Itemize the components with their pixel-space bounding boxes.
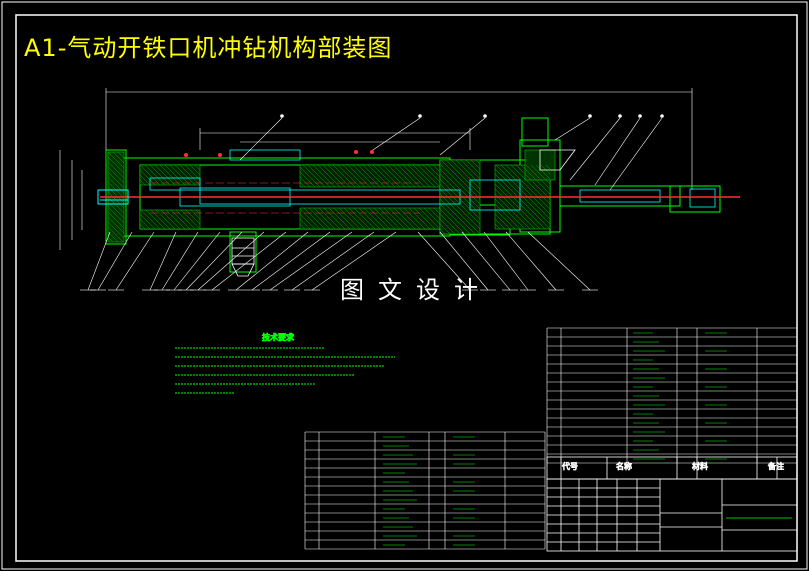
title-remark-header: 备注 [768, 461, 784, 471]
tech-req-heading: 技术要求 [262, 332, 294, 342]
watermark-text: 图文设计 [340, 276, 492, 304]
parts-list-lower [304, 431, 546, 550]
title-name-header: 名称 [616, 461, 632, 471]
drill-bit [97, 189, 129, 205]
title-code-header: 代号 [562, 461, 578, 471]
leader-lines-top [239, 114, 664, 191]
top-dimension [59, 88, 693, 250]
tech-requirements-lines: 技术要求 [175, 332, 395, 394]
seal-markers [184, 150, 374, 157]
inner-frame [15, 14, 798, 562]
hatch-areas [107, 149, 556, 243]
parts-list-upper [546, 327, 798, 464]
mount-bracket [539, 149, 576, 171]
cylinder-body [105, 117, 721, 273]
title-block: 代号 名称 材料 备注 [546, 456, 798, 552]
air-valve [231, 237, 255, 277]
leader-lines-bottom [80, 231, 598, 291]
title-material-header: 材料 [692, 461, 708, 471]
hatch-lines [107, 151, 551, 243]
drawing-title: A1-气动开铁口机冲钻机构部装图 [24, 34, 393, 62]
